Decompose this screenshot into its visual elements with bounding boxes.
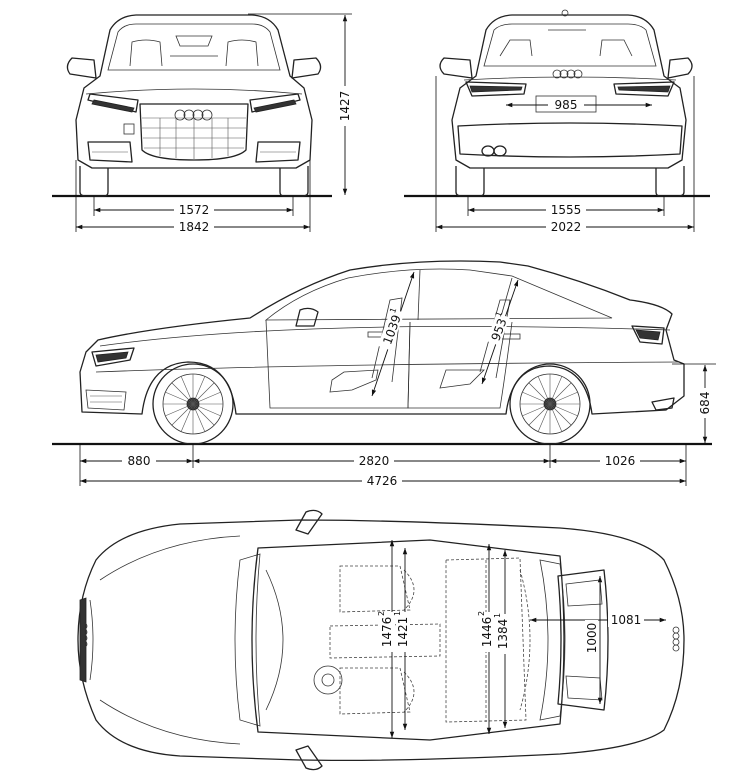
front-shoulder-width-footnote: 2 bbox=[377, 611, 386, 616]
rear-shoulder-width-label: 1446 bbox=[480, 617, 494, 648]
front-wheel bbox=[152, 363, 234, 445]
rear-elbow-width-footnote: 1 bbox=[493, 613, 502, 618]
front-headroom-label: 1039 bbox=[380, 313, 404, 346]
height-label: 1427 bbox=[338, 91, 352, 122]
front-overhang-label: 880 bbox=[128, 454, 151, 468]
front-view: 1572 1842 1427 bbox=[52, 13, 352, 234]
overall-length-label: 4726 bbox=[367, 474, 398, 488]
rear-brand-rings bbox=[552, 69, 583, 79]
side-view: 1039 1 953 1 684 880 2820 1026 4726 bbox=[52, 260, 716, 488]
rear-elbow-width-label: 1384 bbox=[496, 619, 510, 650]
top-rear-brand-rings bbox=[672, 626, 680, 652]
rear-track-label: 1555 bbox=[551, 203, 582, 217]
front-width-label: 1842 bbox=[179, 220, 210, 234]
rear-view: 985 1555 2022 bbox=[404, 9, 710, 234]
loading-height-label: 684 bbox=[698, 392, 712, 415]
rear-overhang-label: 1026 bbox=[605, 454, 636, 468]
front-brand-rings bbox=[174, 109, 213, 121]
front-headroom-footnote: 1 bbox=[388, 306, 398, 314]
trunk-opening-width-label: 985 bbox=[555, 98, 578, 112]
front-elbow-width-footnote: 1 bbox=[393, 611, 402, 616]
rear-headroom-footnote: 1 bbox=[494, 310, 504, 318]
width-with-mirrors-label: 2022 bbox=[551, 220, 582, 234]
front-elbow-width-label: 1421 bbox=[396, 617, 410, 648]
front-track-label: 1572 bbox=[179, 203, 210, 217]
top-front-brand-rings bbox=[80, 622, 88, 648]
trunk-width-label: 1000 bbox=[585, 623, 599, 654]
front-shoulder-width-label: 1476 bbox=[380, 617, 394, 648]
trunk-length-label: 1081 bbox=[611, 613, 642, 627]
wheelbase-label: 2820 bbox=[359, 454, 390, 468]
rear-shoulder-width-footnote: 2 bbox=[477, 611, 486, 616]
rear-wheel bbox=[509, 363, 591, 445]
top-view: 1476 2 1421 1 1446 2 1384 1 1000 1081 bbox=[77, 509, 685, 771]
